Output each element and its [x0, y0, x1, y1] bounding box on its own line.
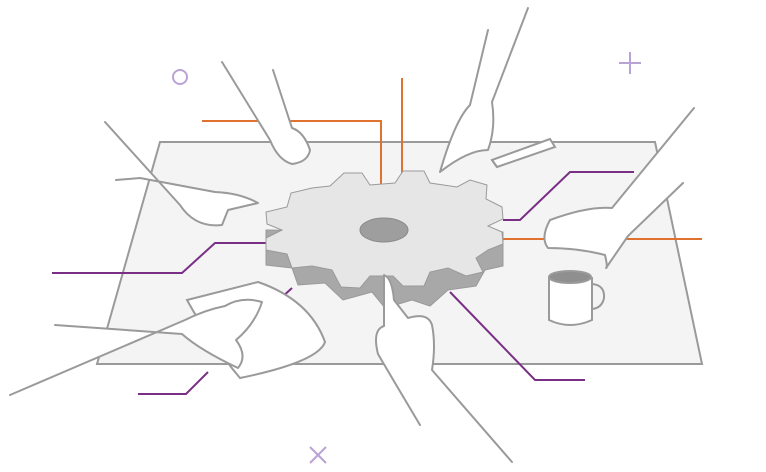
hand-left-pointing: [104, 121, 259, 227]
gear: [265, 170, 504, 309]
circle-decoration: [172, 69, 188, 85]
hand-right: [543, 107, 695, 269]
pencil: [490, 137, 557, 169]
hands: [9, 7, 695, 463]
hand-top-pointing: [439, 7, 529, 173]
gear-hole: [359, 217, 409, 243]
hand-top-left: [221, 61, 311, 165]
hand-bottom-center: [375, 274, 513, 463]
cross-decoration: [309, 446, 327, 464]
plus-decoration: [619, 52, 641, 74]
mug: [548, 270, 606, 326]
hand-bottom-left: [9, 298, 263, 396]
